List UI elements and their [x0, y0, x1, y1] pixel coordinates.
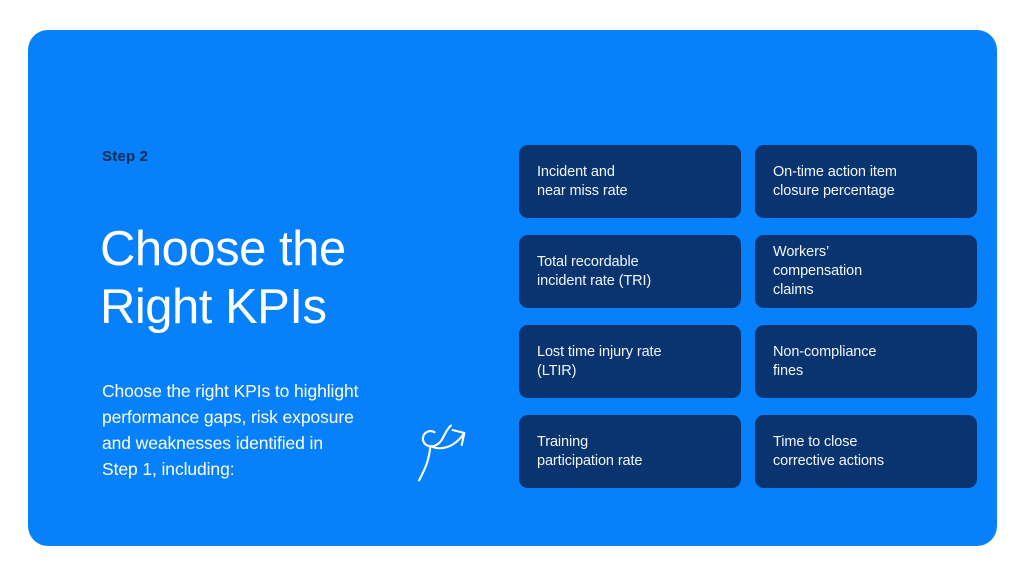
left-content-column: Step 2 Choose the Right KPIs Choose the …: [100, 120, 475, 520]
kpi-card-label: Lost time injury rate (LTIR): [537, 343, 662, 379]
kpi-card[interactable]: Time to close corrective actions: [755, 415, 977, 488]
kpi-card-grid: Incident and near miss rate On-time acti…: [519, 145, 977, 488]
step-label: Step 2: [102, 148, 149, 165]
kpi-card[interactable]: Training participation rate: [519, 415, 741, 488]
kpi-card[interactable]: Lost time injury rate (LTIR): [519, 325, 741, 398]
body-paragraph: Choose the right KPIs to highlight perfo…: [102, 381, 359, 479]
slide-panel: Step 2 Choose the Right KPIs Choose the …: [28, 30, 997, 546]
kpi-card[interactable]: On-time action item closure percentage: [755, 145, 977, 218]
kpi-card[interactable]: Incident and near miss rate: [519, 145, 741, 218]
kpi-card-label: Workers’ compensation claims: [773, 244, 863, 298]
kpi-card[interactable]: Non-compliance fines: [755, 325, 977, 398]
kpi-card[interactable]: Workers’ compensation claims: [755, 235, 977, 308]
kpi-card-label: Incident and near miss rate: [537, 163, 628, 199]
kpi-card-label: Total recordable incident rate (TRI): [537, 253, 652, 289]
page-title: Choose the Right KPIs: [100, 222, 346, 334]
kpi-card-label: Training participation rate: [537, 433, 643, 469]
kpi-card-label: On-time action item closure percentage: [773, 163, 897, 199]
kpi-card[interactable]: Total recordable incident rate (TRI): [519, 235, 741, 308]
kpi-card-label: Non-compliance fines: [773, 343, 877, 379]
kpi-card-label: Time to close corrective actions: [773, 433, 885, 469]
curly-arrow-icon: [411, 418, 475, 490]
